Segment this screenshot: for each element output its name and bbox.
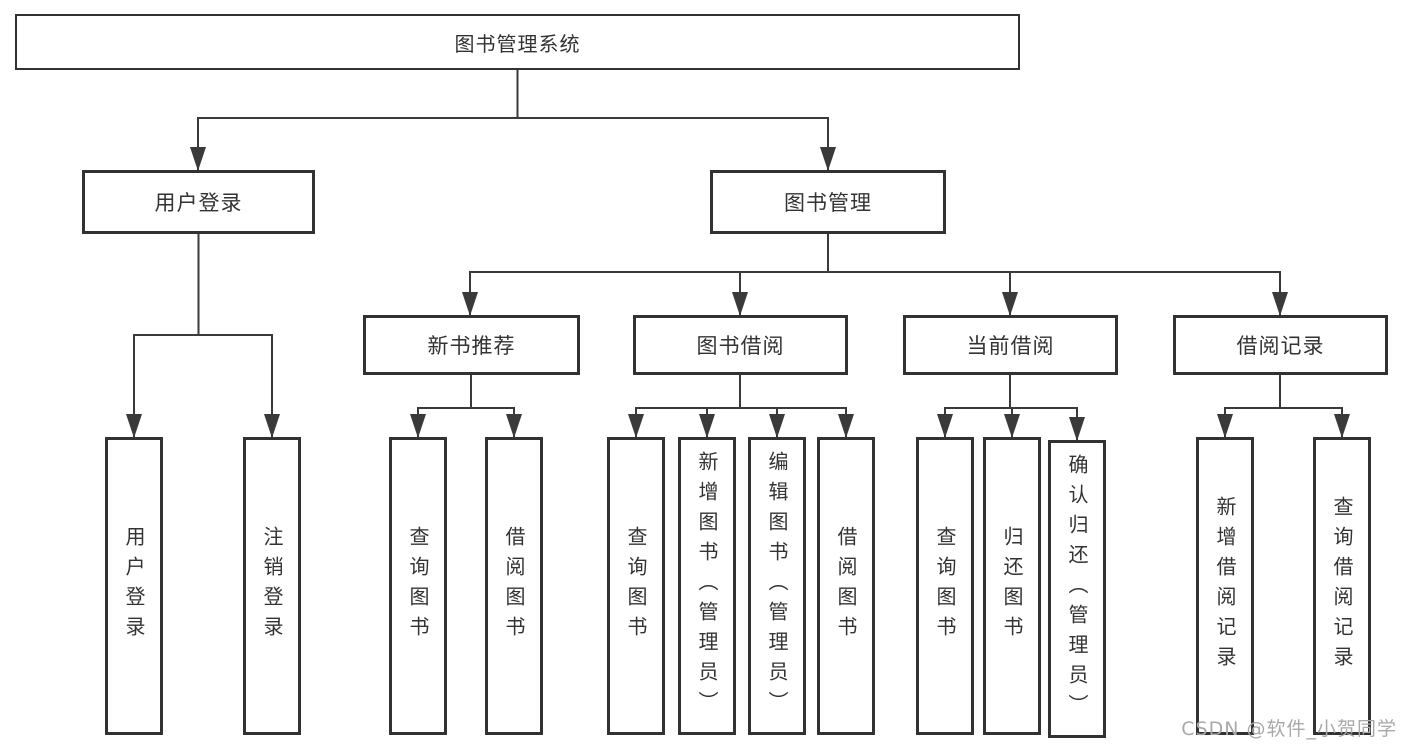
node-user-login: 用户登录	[82, 170, 315, 234]
node-borrowing-records-label: 借阅记录	[1236, 334, 1325, 358]
leaf-borrow-borrow-books: 借阅图书	[817, 437, 875, 735]
leaf-current-query-books: 查询图书	[916, 437, 974, 735]
node-book-management-label: 图书管理	[784, 191, 872, 215]
node-user-login-label: 用户登录	[154, 191, 243, 215]
node-current-borrowing: 当前借阅	[903, 315, 1118, 375]
leaf-borrow-add-books-admin: 新增图书（管理员）	[678, 437, 736, 735]
node-book-borrowing-label: 图书借阅	[696, 334, 785, 358]
node-root-system: 图书管理系统	[15, 14, 1020, 70]
leaf-borrow-edit-books-admin: 编辑图书（管理员）	[748, 437, 806, 735]
leaf-current-confirm-return-admin: 确认归还（管理员）	[1048, 440, 1106, 738]
leaf-user-login: 用户登录	[105, 437, 163, 735]
node-new-book-recommend-label: 新书推荐	[427, 334, 516, 358]
node-book-management: 图书管理	[710, 170, 946, 234]
node-current-borrowing-label: 当前借阅	[966, 334, 1055, 358]
leaf-logout: 注销登录	[243, 437, 301, 735]
leaf-newbook-query-books: 查询图书	[389, 437, 447, 735]
node-new-book-recommend: 新书推荐	[363, 315, 580, 375]
leaf-borrow-query-books: 查询图书	[607, 437, 665, 735]
node-root-label: 图书管理系统	[454, 31, 581, 56]
leaf-newbook-borrow-books: 借阅图书	[485, 437, 543, 735]
leaf-records-add-record: 新增借阅记录	[1196, 437, 1254, 735]
node-borrowing-records: 借阅记录	[1173, 315, 1388, 375]
leaf-current-return-books: 归还图书	[983, 437, 1041, 735]
leaf-records-query-record: 查询借阅记录	[1313, 437, 1371, 735]
csdn-watermark: CSDN @软件_小贺同学	[1181, 718, 1397, 740]
node-book-borrowing: 图书借阅	[633, 315, 848, 375]
